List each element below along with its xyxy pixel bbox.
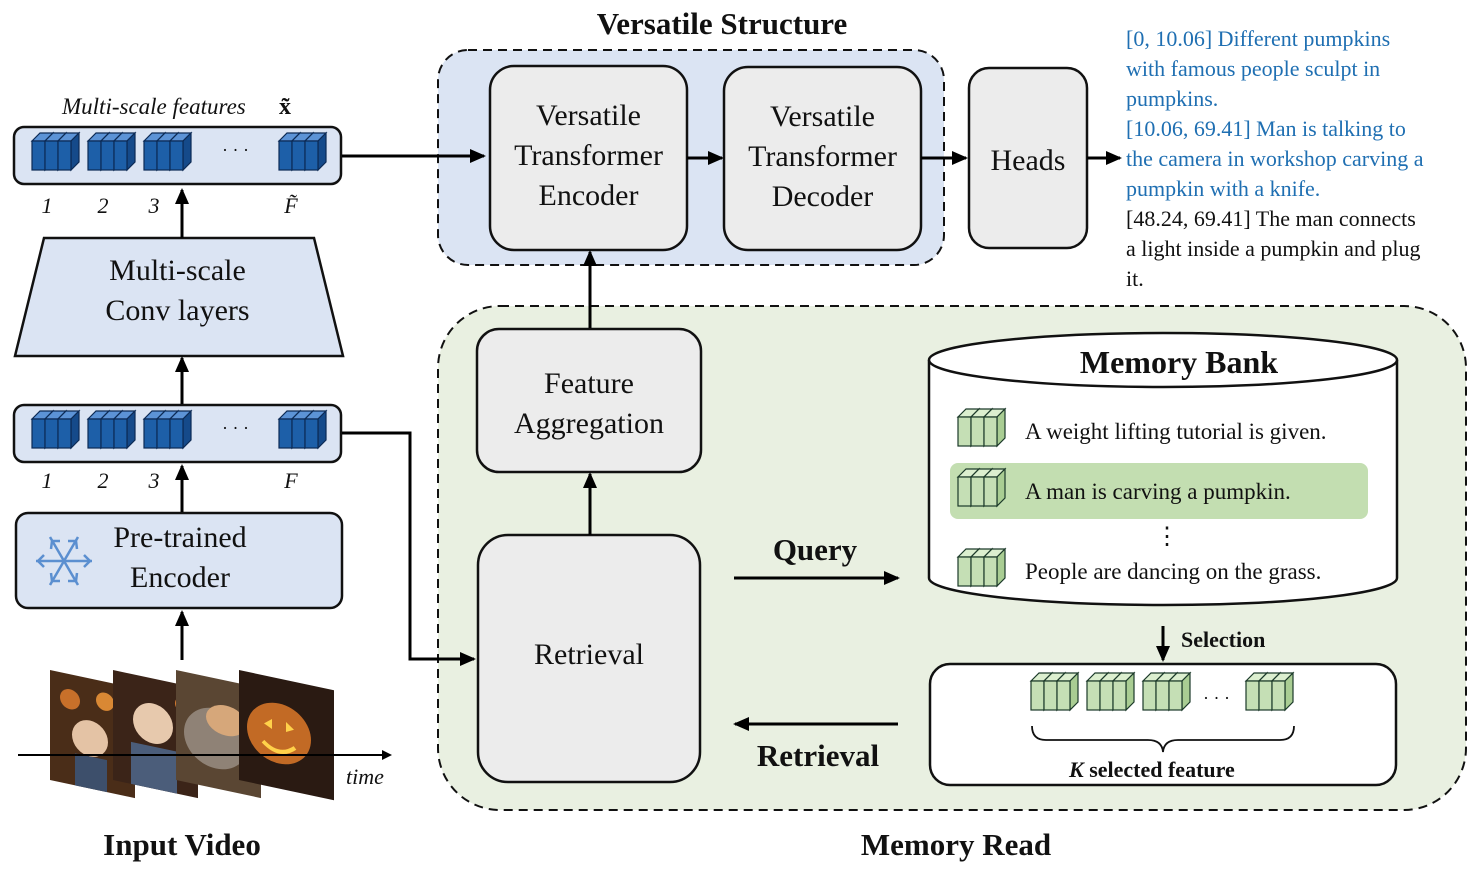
versatile-structure-title: Versatile Structure [596,6,848,41]
top-strip-ellipsis: · · · [222,140,249,160]
selected-ellipsis: · · · [1203,688,1230,708]
top-index-3: 3 [148,193,160,218]
pretrained-label: Pre-trained Encoder [113,521,247,594]
caption-line: a light inside a pumpkin and plug [1126,236,1421,261]
caption-block: [0, 10.06] Different pumpkins with famou… [1126,24,1471,294]
decoder-label: Versatile Transformer Decoder [748,100,897,213]
multiscale-features-label: Multi-scale features [62,94,246,119]
caption-line: [0, 10.06] Different pumpkins [1126,26,1391,51]
bottom-strip-ellipsis: · · · [222,418,249,438]
bottom-index-2: 2 [97,468,109,493]
caption-line: pumpkins. [1126,86,1219,111]
conv-trapezoid [13,236,345,358]
time-label: time [346,764,384,789]
underbrace [1031,725,1295,753]
top-index-f: F̃ [284,193,298,218]
conv-label: Multi-scale Conv layers [105,254,250,327]
memory-vertical-ellipsis: ⋮ [1155,524,1179,550]
query-label: Query [772,532,858,567]
input-video-title: Input Video [103,827,261,862]
x-tilde-symbol: x̃ [279,94,291,120]
memory-item: A weight lifting tutorial is given. [1025,419,1327,444]
bottom-index-3: 3 [148,468,160,493]
memory-item: People are dancing on the grass. [1025,559,1322,584]
caption-line: it. [1126,266,1144,291]
heads-label: Heads [990,144,1066,177]
memory-bank-title: Memory Bank [1079,344,1279,380]
snowflake-icon [36,536,92,586]
caption-line: the camera in workshop carving a [1126,146,1424,171]
arrow-strip-to-retrieval [342,431,476,666]
caption-line: with famous people sculpt in [1126,56,1381,81]
top-index-1: 1 [41,193,53,218]
memory-highlight-row [950,463,1368,519]
bottom-index-f: F [284,468,298,493]
memory-item-selected: A man is carving a pumpkin. [1025,479,1291,504]
caption-line: [48.24, 69.41] The man connects [1126,206,1416,231]
caption-line: pumpkin with a knife. [1126,176,1321,201]
bottom-index-1: 1 [41,468,53,493]
aggregation-label: Feature Aggregation [514,367,664,440]
caption-line: [10.06, 69.41] Man is talking to [1126,116,1406,141]
pretrained-encoder-box [14,511,344,610]
top-index-2: 2 [97,193,109,218]
encoder-label: Versatile Transformer Encoder [514,99,663,212]
retrieval-box-label: Retrieval [534,638,644,671]
video-frames [50,670,334,801]
retrieval-flow-label: Retrieval [756,738,880,773]
k-selected-label: K selected feature [1069,757,1235,782]
selection-label: Selection [1181,627,1266,652]
memory-read-title: Memory Read [860,827,1052,862]
